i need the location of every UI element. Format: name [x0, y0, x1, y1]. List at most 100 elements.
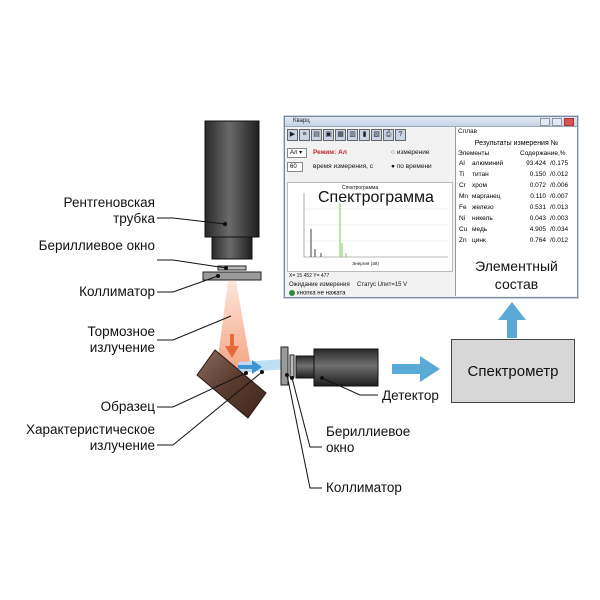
- characteristic-beam: [238, 359, 286, 373]
- label-sample: Образец: [20, 399, 155, 415]
- results-pane: Сплав Результаты измерения № Элементы Со…: [455, 127, 577, 296]
- cell-value: 93.424: [526, 160, 547, 167]
- time-input[interactable]: 60: [287, 162, 303, 172]
- spectrogram-caption: Спектрограмма: [318, 189, 434, 206]
- sample: [196, 349, 267, 419]
- time-input-value: 60: [290, 164, 297, 170]
- help-icon[interactable]: ?: [395, 129, 406, 141]
- mode-label: Режим: Ал: [313, 149, 347, 156]
- spectrum-plot: [303, 193, 448, 258]
- window-controls: [540, 118, 574, 126]
- window-titlebar: Кварц: [285, 117, 577, 127]
- arrow-to-results: [498, 302, 526, 338]
- label-beryllium-window-bottom-text: Бериллиевое окно: [326, 424, 411, 455]
- cell-value: 4.905: [529, 226, 547, 233]
- cell-value: 0.531: [529, 204, 547, 211]
- label-characteristic-text: Характеристическое излучение: [25, 422, 155, 453]
- label-beryllium-window-bottom: Бериллиевое окно: [326, 424, 436, 456]
- label-xray-tube: Рентгеновская трубка: [20, 195, 155, 227]
- cell-symbol: Cu: [459, 226, 468, 233]
- radio-by-time[interactable]: ● по времени: [391, 163, 432, 170]
- beryllium-window-bottom: [289, 354, 295, 378]
- bremsstrahlung-beam: [216, 281, 252, 372]
- leader-lines: [157, 217, 378, 489]
- mode-select[interactable]: Ал ▾: [287, 148, 307, 158]
- start-button-label: кнопка не нажата: [297, 290, 346, 297]
- x-axis-label: Энергия (эВ): [352, 261, 379, 266]
- save-icon[interactable]: ▣: [323, 129, 334, 141]
- col-content: Содержание,%: [520, 150, 566, 157]
- time-label: время измерения, с: [313, 163, 374, 170]
- xray-tube: [204, 120, 260, 260]
- label-detector-text: Детектор: [382, 388, 439, 403]
- mode-select-value: Ал: [290, 150, 298, 156]
- spectrogram-chart: Спектрограмма Спектр: [287, 182, 453, 272]
- cell-symbol: Al: [459, 160, 465, 167]
- open-icon[interactable]: ▤: [311, 129, 322, 141]
- print-icon[interactable]: ⎙: [383, 129, 394, 141]
- cell-symbol: Ti: [459, 171, 465, 178]
- run-icon[interactable]: ▶: [287, 129, 298, 141]
- label-detector: Детектор: [382, 388, 462, 404]
- cell-value: 0.150: [529, 171, 547, 178]
- cell-error: /0.013: [550, 204, 569, 211]
- label-collimator-bottom: Коллиматор: [326, 480, 436, 496]
- orange-arrow: [225, 334, 239, 358]
- label-collimator-bottom-text: Коллиматор: [326, 480, 402, 495]
- cell-symbol: Cr: [459, 182, 466, 189]
- cell-error: /0.175: [550, 160, 569, 167]
- label-bremsstrahlung-text: Тормозное излучение: [87, 324, 155, 355]
- cell-error: /0.007: [550, 193, 569, 200]
- elemental-caption-line1: Элементный: [475, 258, 558, 274]
- table-icon[interactable]: ▧: [371, 129, 382, 141]
- spectrometer-label: Спектрометр: [467, 362, 559, 380]
- chart-icon[interactable]: ▮: [359, 129, 370, 141]
- chart-title: Спектрограмма: [342, 185, 379, 191]
- cell-error: /0.003: [550, 215, 569, 222]
- col-elements: Элементы: [458, 150, 490, 157]
- status-waiting: Ожидание измерения: [289, 282, 350, 288]
- status-dot: [289, 290, 295, 296]
- cell-name: хром: [472, 182, 487, 189]
- cell-name: титан: [472, 171, 489, 178]
- toolbar: ▶ ≡ ▤ ▣ ▦ ▥ ▮ ▧ ⎙ ?: [285, 127, 455, 143]
- grid-icon[interactable]: ▥: [347, 129, 358, 141]
- cell-symbol: Fe: [459, 204, 467, 211]
- list-icon[interactable]: ≡: [299, 129, 310, 141]
- close-button[interactable]: [564, 118, 574, 126]
- start-button[interactable]: кнопка не нажата: [289, 290, 346, 297]
- cell-name: цинк: [472, 237, 486, 244]
- cell-name: алюминий: [472, 160, 504, 167]
- label-xray-tube-text: Рентгеновская трубка: [63, 195, 155, 226]
- cell-error: /0.012: [550, 237, 569, 244]
- measurement-pane: Ал ▾ Режим: Ал ○ измерение 60 время изме…: [285, 144, 453, 297]
- arrow-to-spectrometer: [392, 356, 440, 382]
- cell-symbol: Ni: [459, 215, 466, 222]
- status-voltage: Статус Uпит=15 V: [357, 282, 408, 288]
- label-beryllium-window-top: Бериллиевое окно: [20, 238, 155, 254]
- table-row: Fe железо 0.531/0.013: [457, 202, 576, 213]
- table-row: Al алюминий 93.424/0.175: [457, 158, 576, 169]
- cell-error: /0.012: [550, 171, 569, 178]
- collimator-bottom: [280, 346, 289, 386]
- cell-symbol: Zn: [459, 237, 467, 244]
- radio-measure[interactable]: ○ измерение: [391, 149, 430, 156]
- calendar-icon[interactable]: ▦: [335, 129, 346, 141]
- beryllium-window-top: [217, 265, 247, 271]
- cell-name: железо: [472, 204, 494, 211]
- elemental-composition-caption: Элементный состав: [456, 257, 577, 293]
- cell-name: медь: [472, 226, 488, 233]
- spectrometer-box: Спектрометр: [451, 339, 575, 403]
- results-title: Результаты измерения №: [474, 140, 559, 147]
- maximize-button[interactable]: [552, 118, 562, 126]
- coords-readout: X= 15 452 Y= 477: [289, 273, 330, 279]
- radio-by-time-label: по времени: [396, 163, 432, 170]
- minimize-button[interactable]: [540, 118, 550, 126]
- cell-name: никель: [472, 215, 493, 222]
